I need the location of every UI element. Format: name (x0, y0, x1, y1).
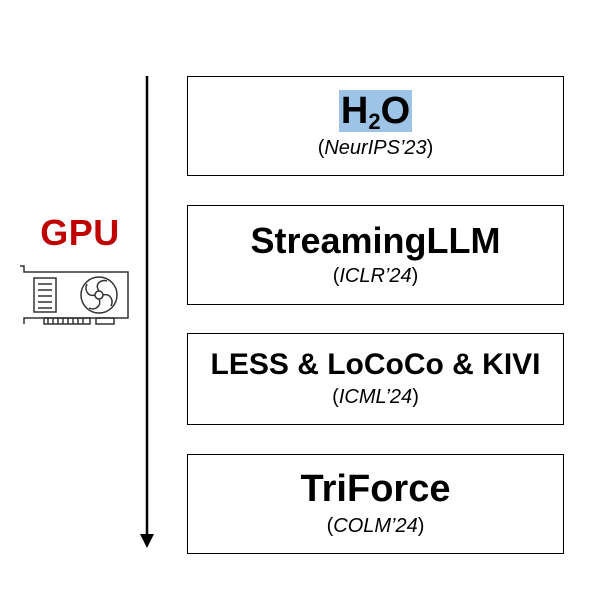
method-name-h2o: H2O (338, 89, 413, 134)
method-box-h2o: H2O (NeurIPS’23) (187, 76, 564, 176)
graphics-card-icon (20, 265, 129, 325)
highlighted-method-name: H2O (338, 89, 413, 134)
method-venue-h2o: (NeurIPS’23) (317, 137, 434, 160)
method-box-streamingllm: StreamingLLM (ICLR’24) (187, 205, 564, 305)
method-box-triforce: TriForce (COLM’24) (187, 454, 564, 554)
method-venue-less-lococo-kivi: (ICML’24) (332, 386, 419, 409)
method-name-streamingllm: StreamingLLM (250, 219, 501, 261)
method-name-less-lococo-kivi: LESS & LoCoCo & KIVI (210, 347, 541, 381)
timeline-arrowhead (140, 534, 154, 548)
method-venue-streamingllm: (ICLR’24) (332, 265, 419, 288)
gpu-label: GPU (40, 212, 120, 253)
method-name-triforce: TriForce (300, 467, 451, 510)
method-box-less-lococo-kivi: LESS & LoCoCo & KIVI (ICML’24) (187, 333, 564, 425)
method-venue-triforce: (COLM’24) (326, 515, 425, 538)
